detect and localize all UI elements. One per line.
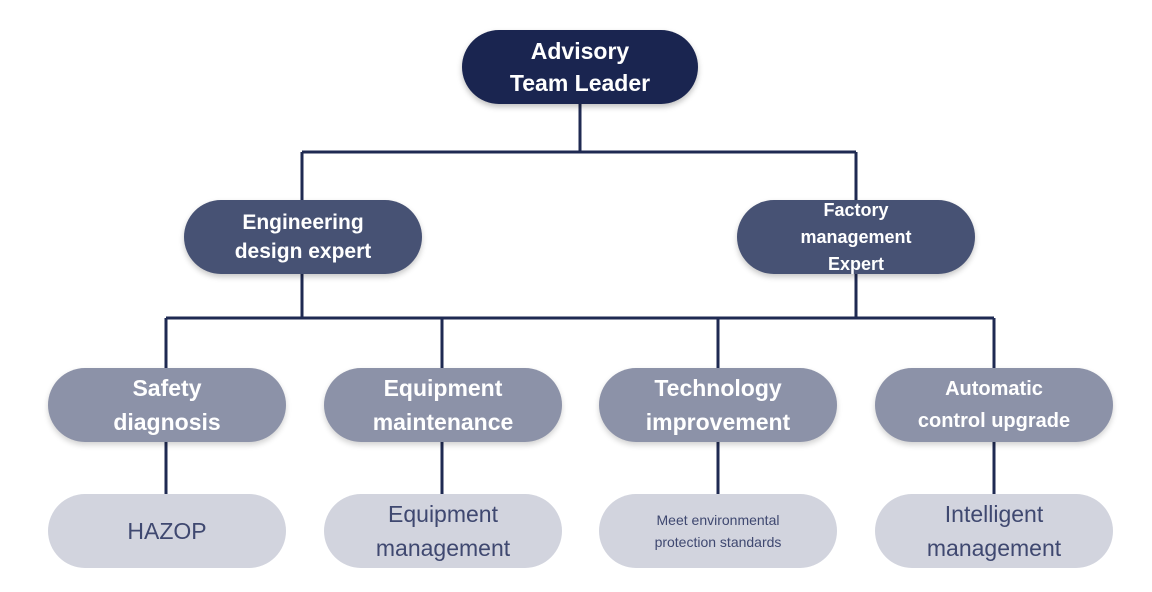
node-label: Automatic control upgrade bbox=[917, 378, 1071, 432]
node-factory-management-expert: Factory management Expert bbox=[737, 200, 975, 274]
node-label: Factory management Expert bbox=[800, 199, 912, 274]
node-intelligent-management: Intelligent management bbox=[875, 494, 1113, 568]
node-label: Equipment maintenance bbox=[372, 375, 514, 435]
node-automatic-control-upgrade: Automatic control upgrade bbox=[875, 368, 1113, 442]
node-advisory-team-leader: Advisory Team Leader bbox=[462, 30, 698, 104]
node-engineering-design-expert: Engineering design expert bbox=[184, 200, 422, 274]
node-label: Equipment management bbox=[375, 501, 511, 561]
node-label: Meet environmental protection standards bbox=[654, 512, 782, 550]
node-equipment-maintenance: Equipment maintenance bbox=[324, 368, 562, 442]
node-label: Intelligent management bbox=[926, 501, 1062, 561]
node-safety-diagnosis: Safety diagnosis bbox=[48, 368, 286, 442]
node-label: Engineering design expert bbox=[234, 211, 372, 263]
node-equipment-management: Equipment management bbox=[324, 494, 562, 568]
node-label: Safety diagnosis bbox=[113, 375, 221, 435]
node-label: HAZOP bbox=[127, 518, 207, 544]
node-label: Technology improvement bbox=[645, 375, 791, 435]
node-technology-improvement: Technology improvement bbox=[599, 368, 837, 442]
node-environmental-standards: Meet environmental protection standards bbox=[599, 494, 837, 568]
node-label: Advisory Team Leader bbox=[509, 38, 651, 96]
node-hazop: HAZOP bbox=[48, 494, 286, 568]
